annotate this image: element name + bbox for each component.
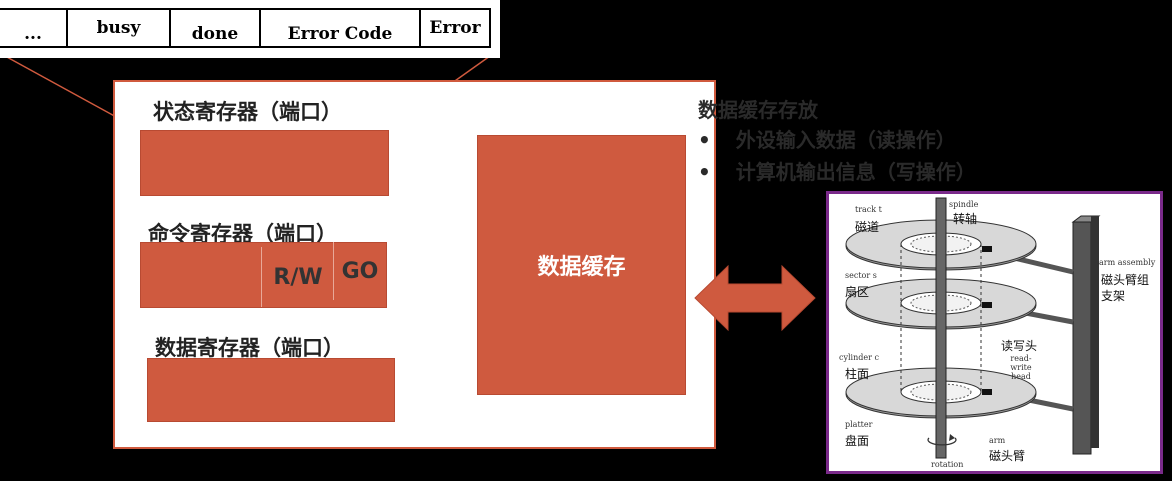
bit-cell-reserved: ... [0, 8, 68, 48]
status-register-box [140, 130, 389, 196]
platter-en-label: platter [845, 420, 873, 429]
platter-cn-label: 盘面 [845, 434, 870, 448]
bullet-dot-icon: • [698, 160, 711, 184]
bit-cell-error: Error [419, 8, 491, 48]
bit-cell-done: done [169, 8, 261, 48]
head-en-label: read-write head [1010, 354, 1032, 381]
bullet-dot-icon: • [698, 128, 711, 152]
bit-cell-error-code: Error Code [259, 8, 421, 48]
cylinder-en-label: cylinder c [839, 353, 879, 362]
go-field: GO [333, 242, 386, 300]
notes-bullet-2-text: 计算机输出信息（写操作） [735, 160, 976, 184]
double-arrow-icon [694, 264, 816, 332]
command-register-box [140, 242, 387, 308]
assembly-en-label: arm assembly [1099, 258, 1156, 267]
data-register-box [147, 358, 395, 422]
data-register-label: 数据寄存器（端口） [155, 336, 344, 360]
assembly-cn-label: 磁头臂组支架 [1101, 273, 1150, 303]
disk-structure-figure: spindle 转轴 track t 磁道 sector s 扇区 cylind… [826, 191, 1163, 474]
arm-en-label: arm [989, 436, 1006, 445]
spindle-en-label: spindle [949, 200, 979, 209]
notes-bullet-2: • 计算机输出信息（写操作） [698, 156, 976, 185]
track-cn-label: 磁道 [855, 220, 880, 234]
track-en-label: track t [855, 205, 882, 214]
rotation-en-label: rotation [931, 460, 964, 469]
bit-cell-busy: busy [66, 8, 171, 48]
head-cn-label: 读写头 [1001, 339, 1038, 353]
sector-cn-label: 扇区 [845, 285, 870, 299]
cylinder-cn-label: 柱面 [845, 367, 870, 381]
status-bit-table: ... busy done Error Code Error [0, 0, 500, 58]
notes-title: 数据缓存存放 [698, 98, 818, 122]
rw-field: R/W [261, 247, 334, 307]
data-buffer-label: 数据缓存 [537, 255, 626, 280]
sector-en-label: sector s [845, 271, 877, 280]
arm-cn-label: 磁头臂 [989, 449, 1026, 463]
data-buffer-box: 数据缓存 [477, 135, 686, 395]
notes-bullet-1: • 外设输入数据（读操作） [698, 124, 956, 153]
platter-middle [845, 278, 1037, 330]
status-register-label: 状态寄存器（端口） [153, 100, 342, 124]
disk-drawing [845, 197, 1101, 459]
spindle-cn-label: 转轴 [953, 212, 978, 226]
notes-bullet-1-text: 外设输入数据（读操作） [735, 128, 956, 152]
